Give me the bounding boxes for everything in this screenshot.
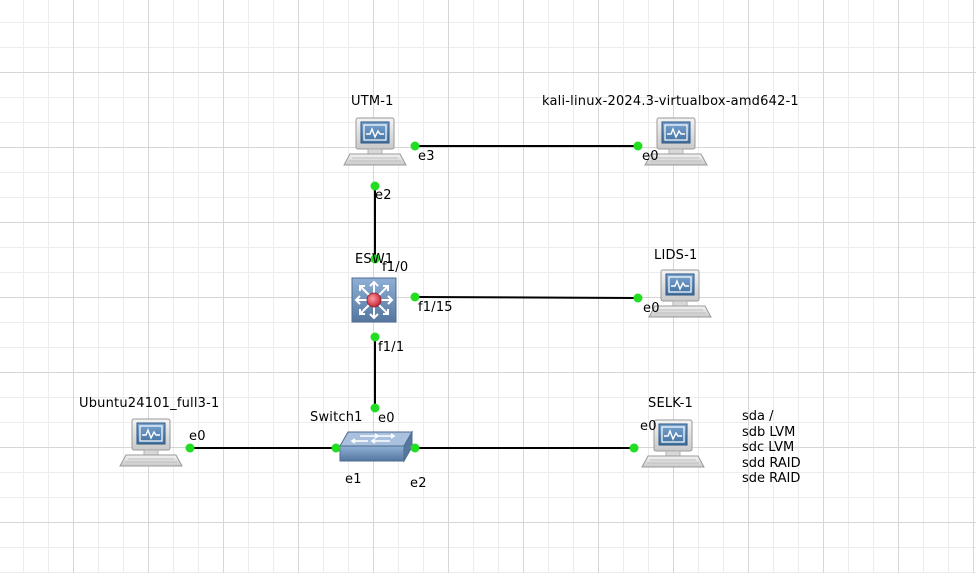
port-label-esw-f1-0: f1/0 <box>382 260 409 275</box>
port-label-switch-e1: e1 <box>345 472 362 487</box>
port-status-dot <box>633 293 643 303</box>
port-label-utm-e3: e3 <box>418 149 435 164</box>
computer-monitor-icon[interactable] <box>343 117 407 166</box>
node-label-selk: SELK-1 <box>648 396 694 411</box>
port-label-switch-e2: e2 <box>410 476 427 491</box>
port-status-dot <box>370 181 380 191</box>
disk-note-line: sdb LVM <box>742 424 796 440</box>
disk-note-line: sdd RAID <box>742 455 801 471</box>
disk-note[interactable]: sda / sdb LVM sdc LVM sdd RAID sde RAID <box>742 409 801 487</box>
port-status-dot <box>331 443 341 453</box>
computer-monitor-icon[interactable] <box>119 418 183 467</box>
port-status-dot <box>633 141 643 151</box>
node-label-kali: kali-linux-2024.3-virtualbox-amd642-1 <box>542 94 799 109</box>
port-label-esw-f1-1: f1/1 <box>378 340 405 355</box>
port-label-esw-f1-15: f1/15 <box>418 300 453 315</box>
port-status-dot <box>370 403 380 413</box>
disk-note-line: sdc LVM <box>742 440 795 455</box>
multilayer-switch-icon[interactable] <box>351 277 397 323</box>
port-label-lids-e0: e0 <box>643 301 660 316</box>
node-label-ubuntu: Ubuntu24101_full3-1 <box>79 396 220 411</box>
disk-note-line: sda / <box>742 409 774 424</box>
port-status-dot <box>370 254 380 264</box>
port-label-ubuntu-e0: e0 <box>189 429 206 444</box>
node-label-lids: LIDS-1 <box>654 248 698 263</box>
port-label-switch-e0: e0 <box>378 411 395 426</box>
port-label-selk-e0: e0 <box>640 419 657 434</box>
port-status-dot <box>410 292 420 302</box>
disk-note-line: sde RAID <box>742 471 801 486</box>
node-label-utm: UTM-1 <box>351 94 394 109</box>
port-label-kali-e0: e0 <box>642 149 659 164</box>
ethernet-switch-icon[interactable] <box>339 431 413 462</box>
link-esw-lids[interactable] <box>414 296 639 299</box>
node-label-esw: ESW1 <box>355 252 394 267</box>
port-status-dot <box>185 443 195 453</box>
port-status-dot <box>370 332 380 342</box>
port-status-dot <box>410 141 420 151</box>
node-label-switch: Switch1 <box>310 410 363 425</box>
port-label-utm-e2: e2 <box>375 188 392 203</box>
port-status-dot <box>629 443 639 453</box>
port-status-dot <box>410 443 420 453</box>
